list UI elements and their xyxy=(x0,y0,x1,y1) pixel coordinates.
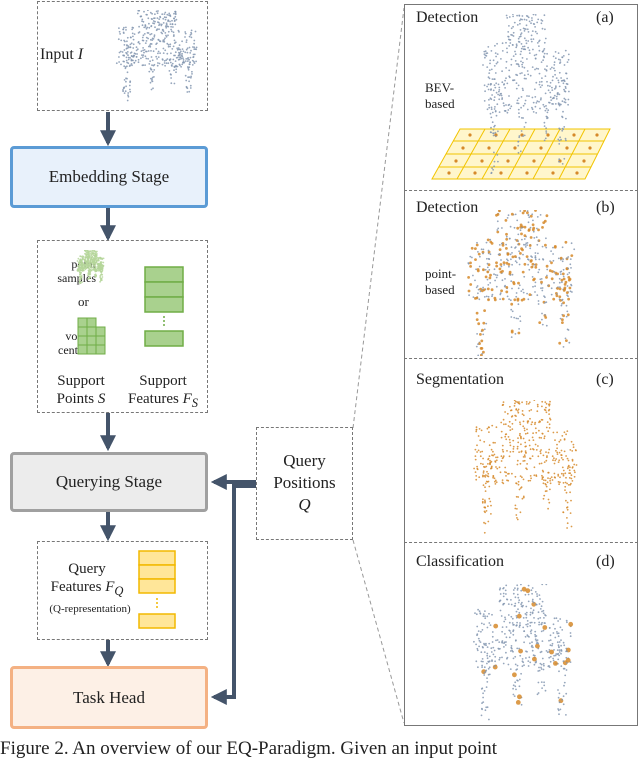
arrow-query-to-taskhead xyxy=(210,484,256,705)
querying-stage: Querying Stage xyxy=(10,452,208,512)
q-representation-label: (Q-representation) xyxy=(49,603,131,615)
chair-point-cloud-icon xyxy=(115,10,198,102)
querying-stage-label: Querying Stage xyxy=(55,472,163,491)
chair-point-cloud-segmentation xyxy=(473,400,578,534)
panel-b-side-label: point-based xyxy=(425,266,457,297)
panel-a-title: Detection xyxy=(416,9,479,26)
query-positions-label: Query Positions Q xyxy=(273,451,336,514)
support-features-label: Support Features FS xyxy=(128,373,198,410)
chair-point-cloud-detection-bev xyxy=(482,14,570,174)
input-box xyxy=(37,1,208,111)
panel-divider-2 xyxy=(404,358,638,359)
voxel-icon xyxy=(77,317,106,355)
panel-a-side-label: BEV-based xyxy=(425,80,455,111)
panel-d-title: Classification xyxy=(416,553,504,570)
panel-d-tag: (d) xyxy=(596,553,615,570)
dashed-link-top xyxy=(352,7,405,429)
panel-b-title: Detection xyxy=(416,199,479,216)
panel-b-tag: (b) xyxy=(596,199,615,216)
input-label: Input I xyxy=(40,46,84,63)
bev-grid-icon xyxy=(431,128,611,180)
dashed-link-bottom xyxy=(352,539,405,724)
query-features-label: Query Features FQ xyxy=(50,561,124,598)
task-head: Task Head xyxy=(10,666,208,729)
panel-divider-3 xyxy=(404,542,638,543)
task-panels-frame xyxy=(404,4,638,726)
figure-caption: Figure 2. An overview of our EQ-Paradigm… xyxy=(0,738,498,759)
point-samples-icon xyxy=(76,250,105,284)
support-features-icon xyxy=(144,266,184,347)
chair-point-cloud-detection-point xyxy=(467,210,576,356)
panel-c-tag: (c) xyxy=(596,371,614,388)
support-points-label: Support Points S xyxy=(56,373,106,407)
or-label: or xyxy=(78,294,89,309)
query-features-icon xyxy=(138,550,176,629)
support-box xyxy=(37,240,208,413)
panel-divider-1 xyxy=(404,190,638,191)
panel-c-title: Segmentation xyxy=(416,371,504,388)
chair-point-cloud-classification xyxy=(473,584,574,721)
panel-a-tag: (a) xyxy=(596,9,614,26)
task-head-label: Task Head xyxy=(73,687,145,707)
embedding-stage: Embedding Stage xyxy=(10,146,208,208)
query-features-box xyxy=(37,541,208,640)
query-positions-box xyxy=(256,427,353,540)
embedding-stage-label: Embedding Stage xyxy=(48,167,170,186)
